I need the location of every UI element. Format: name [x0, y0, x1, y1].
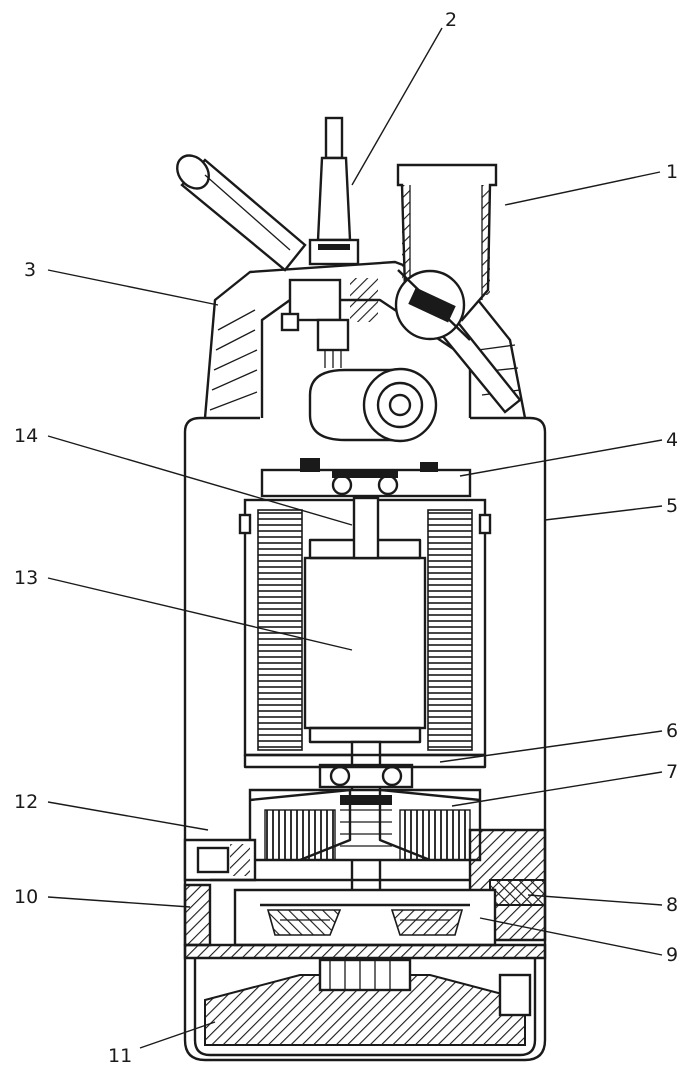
- leader-7: [451, 771, 663, 807]
- check-valve: [394, 269, 471, 341]
- leader-8: [527, 894, 663, 906]
- callout-5: 5: [666, 495, 678, 517]
- leader-6: [439, 730, 663, 763]
- leader-10: [47, 896, 191, 908]
- callout-14: 14: [14, 425, 38, 447]
- leader-5: [544, 505, 663, 521]
- base-strainer: [193, 958, 537, 1057]
- leader-lines: [47, 27, 663, 1049]
- upper-bearing-housing: [308, 367, 438, 443]
- callout-9: 9: [666, 944, 678, 966]
- callout-13: 13: [14, 567, 38, 589]
- callout-6: 6: [666, 720, 678, 742]
- leader-4: [459, 439, 663, 477]
- leader-1: [504, 171, 661, 206]
- leader-2: [351, 27, 443, 186]
- callout-1: 1: [666, 161, 678, 183]
- callout-4: 4: [666, 429, 678, 451]
- oil-chamber: [248, 788, 482, 862]
- leader-9: [479, 917, 663, 956]
- seal-housing-left: [183, 838, 257, 882]
- callout-10: 10: [14, 886, 38, 908]
- callout-labels: 1 2 3 4 5 6 7 8 9 10 11 12 13 14: [14, 9, 678, 1067]
- terminal-block: [280, 278, 378, 368]
- callout-8: 8: [666, 894, 678, 916]
- lower-bearing: [243, 753, 487, 789]
- leader-11: [139, 1021, 216, 1049]
- callout-2: 2: [445, 9, 457, 31]
- leader-12: [47, 801, 209, 831]
- callout-7: 7: [666, 761, 678, 783]
- pump-casing-left: [183, 878, 470, 947]
- callout-3: 3: [24, 259, 36, 281]
- cable-gland: [308, 116, 360, 266]
- leader-3: [47, 269, 219, 306]
- leader-13: [47, 577, 353, 651]
- rotor: [303, 538, 427, 744]
- leader-14: [47, 435, 353, 526]
- callout-11: 11: [108, 1045, 132, 1067]
- upper-bearing-plate: [260, 458, 472, 498]
- outer-jacket: [183, 416, 547, 1062]
- wear-plate: [183, 943, 547, 960]
- impeller: [233, 888, 497, 947]
- lifting-handle: [176, 154, 307, 272]
- callout-12: 12: [14, 791, 38, 813]
